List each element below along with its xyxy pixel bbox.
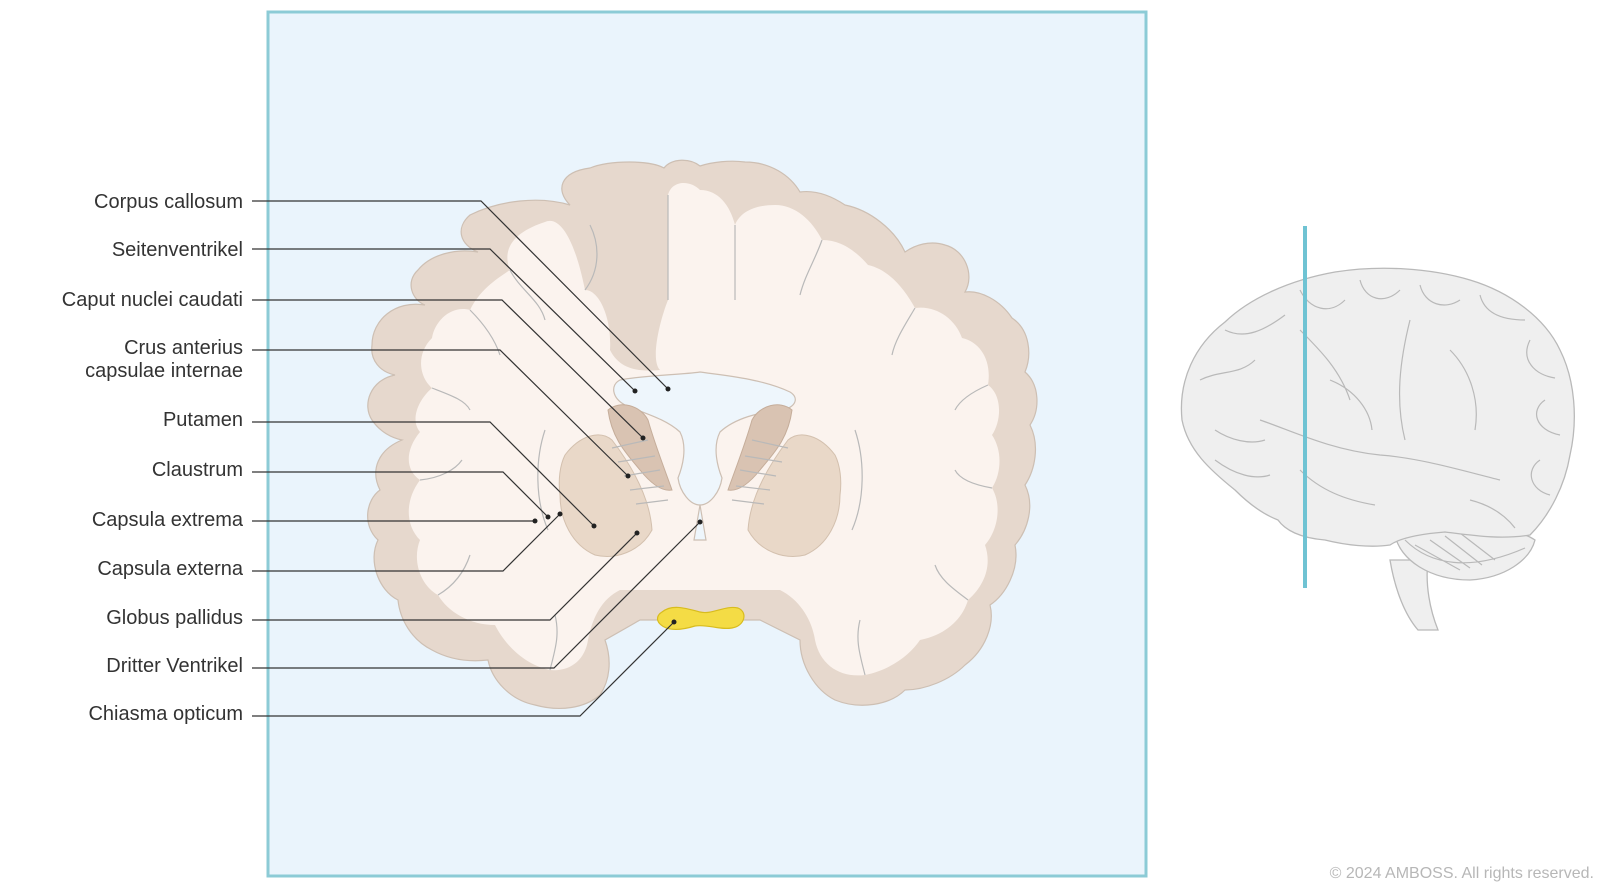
label-capsula-externa: Capsula externa <box>97 558 244 580</box>
left-caudate <box>607 404 673 491</box>
right-caudate <box>727 404 793 491</box>
left-claustrum <box>537 429 549 531</box>
label-globus-pallidus: Globus pallidus <box>106 607 243 629</box>
brainstem <box>1389 559 1439 631</box>
label-crus-anterius-line2: capsulae internae <box>85 360 243 382</box>
optic-chiasm <box>656 606 745 631</box>
cerebrum <box>1180 267 1575 547</box>
cerebrum-gyri <box>1199 279 1561 529</box>
cerebellum-folia <box>1404 532 1526 571</box>
coronal-brain-section <box>367 159 1038 710</box>
label-claustrum: Claustrum <box>152 459 243 481</box>
lateral-ventricles <box>613 371 796 506</box>
right-internal-capsule-striations <box>731 439 789 505</box>
label-dritter-ventrikel: Dritter Ventrikel <box>106 655 243 677</box>
structure-labels: Corpus callosum Seitenventrikel Caput nu… <box>62 191 244 725</box>
label-capsula-extrema: Capsula extrema <box>92 509 244 531</box>
label-putamen: Putamen <box>163 409 243 431</box>
label-chiasma-opticum: Chiasma opticum <box>88 703 243 725</box>
left-putamen <box>558 434 653 557</box>
label-crus-anterius-line1: Crus anterius <box>124 337 243 359</box>
sulcus-lines <box>419 195 993 676</box>
right-putamen <box>747 434 842 557</box>
label-seitenventrikel: Seitenventrikel <box>112 239 243 261</box>
lateral-brain-view <box>1180 226 1575 631</box>
label-corpus-callosum: Corpus callosum <box>94 191 243 213</box>
copyright-notice: © 2024 AMBOSS. All rights reserved. <box>1330 865 1594 882</box>
label-caput-nuclei-caudati: Caput nuclei caudati <box>62 289 243 311</box>
leader-lines <box>252 200 703 717</box>
right-claustrum <box>851 429 863 531</box>
left-internal-capsule-striations <box>611 439 669 505</box>
